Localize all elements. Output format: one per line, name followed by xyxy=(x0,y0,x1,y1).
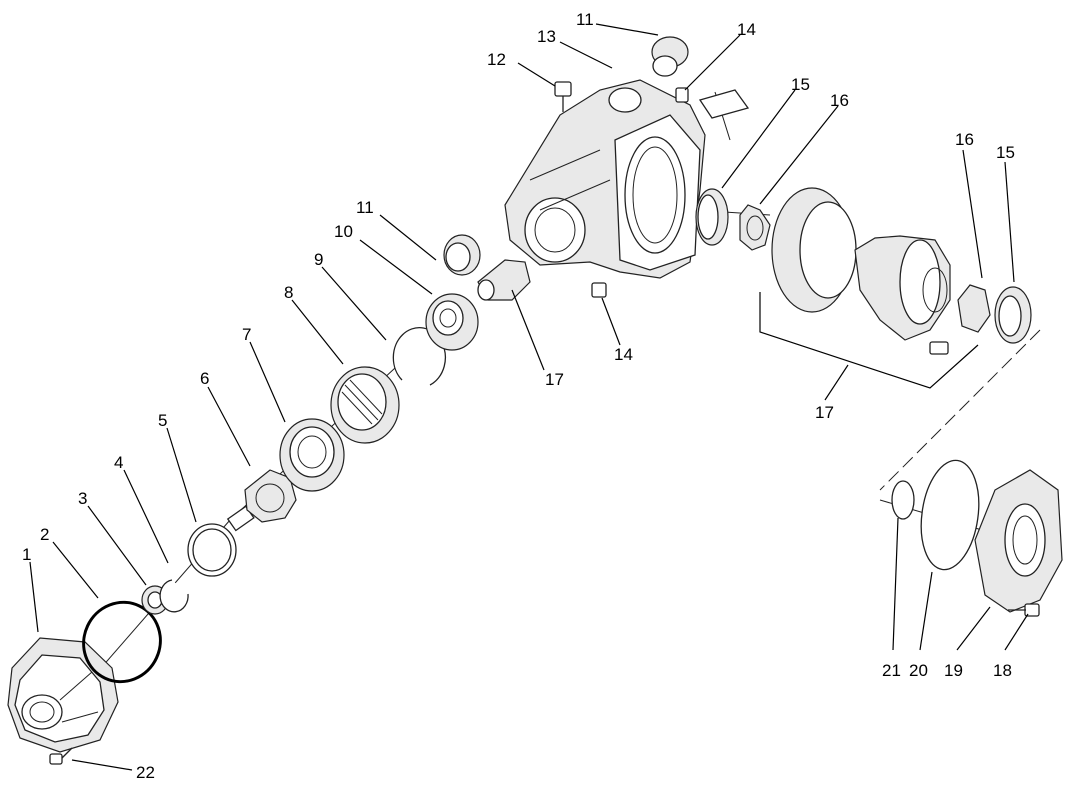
part-7-bearing-cup xyxy=(279,418,345,492)
callout-18: 18 xyxy=(993,661,1012,680)
callout-10: 10 xyxy=(334,222,353,241)
callout-16-left: 16 xyxy=(830,91,849,110)
part-11-bushing-upper xyxy=(651,36,689,77)
callout-7: 7 xyxy=(242,325,251,344)
leader-lines xyxy=(29,23,1029,771)
part-15-bearing-cup-right xyxy=(994,286,1032,344)
callout-6: 6 xyxy=(200,369,209,388)
part-8-needle-bearing xyxy=(330,366,400,444)
callout-3: 3 xyxy=(78,489,87,508)
callout-14-upper: 14 xyxy=(737,20,756,39)
part-16-bearing-cone-right xyxy=(957,284,991,333)
part-12-breather xyxy=(554,81,572,112)
callout-17-shaft: 17 xyxy=(545,370,564,389)
callout-11-upper: 11 xyxy=(576,10,594,29)
identification-plate xyxy=(698,89,750,119)
part-2-o-ring xyxy=(82,600,162,684)
callout-15-right: 15 xyxy=(996,143,1015,162)
part-6-pinion-shaft xyxy=(226,469,297,532)
callout-1: 1 xyxy=(22,545,31,564)
callout-13: 13 xyxy=(537,27,556,46)
callout-4: 4 xyxy=(114,453,123,472)
part-20-large-o-ring xyxy=(920,459,980,571)
part-9-retaining-ring xyxy=(392,326,446,386)
callout-12: 12 xyxy=(487,50,506,69)
callout-21: 21 xyxy=(882,661,901,680)
callout-5: 5 xyxy=(158,411,167,430)
callout-17-assembly: 17 xyxy=(815,403,834,422)
callout-labels: 1 2 3 4 5 6 7 8 9 10 11 17 12 13 11 14 1… xyxy=(22,10,1015,782)
part-19-side-cover xyxy=(974,469,1063,613)
part-16-bearing-cone-left xyxy=(739,204,771,251)
callout-15-left: 15 xyxy=(791,75,810,94)
part-15-bearing-cup-left xyxy=(695,188,729,246)
gear-housing xyxy=(504,79,706,279)
part-4-snap-ring xyxy=(159,579,189,613)
callout-8: 8 xyxy=(284,283,293,302)
part-10-ball-bearing xyxy=(425,293,479,351)
part-21-small-o-ring xyxy=(891,480,915,520)
part-22-bolt xyxy=(49,747,73,765)
callout-9: 9 xyxy=(314,250,323,269)
part-17-shaft-gear xyxy=(477,259,531,301)
part-17-differential-assembly xyxy=(771,187,951,355)
callout-22: 22 xyxy=(136,763,155,782)
callout-19: 19 xyxy=(944,661,963,680)
part-14-plug-lower xyxy=(591,282,607,298)
callout-11-lower: 11 xyxy=(356,198,374,217)
part-5-shim xyxy=(187,523,237,577)
callout-16-right: 16 xyxy=(955,130,974,149)
part-18-bolt xyxy=(1008,603,1040,617)
part-1-housing-cover xyxy=(7,637,119,753)
callout-2: 2 xyxy=(40,525,49,544)
part-14-plug-upper xyxy=(675,87,689,103)
callout-14-lower: 14 xyxy=(614,345,633,364)
part-11-bushing-lower xyxy=(443,234,481,276)
callout-20: 20 xyxy=(909,661,928,680)
